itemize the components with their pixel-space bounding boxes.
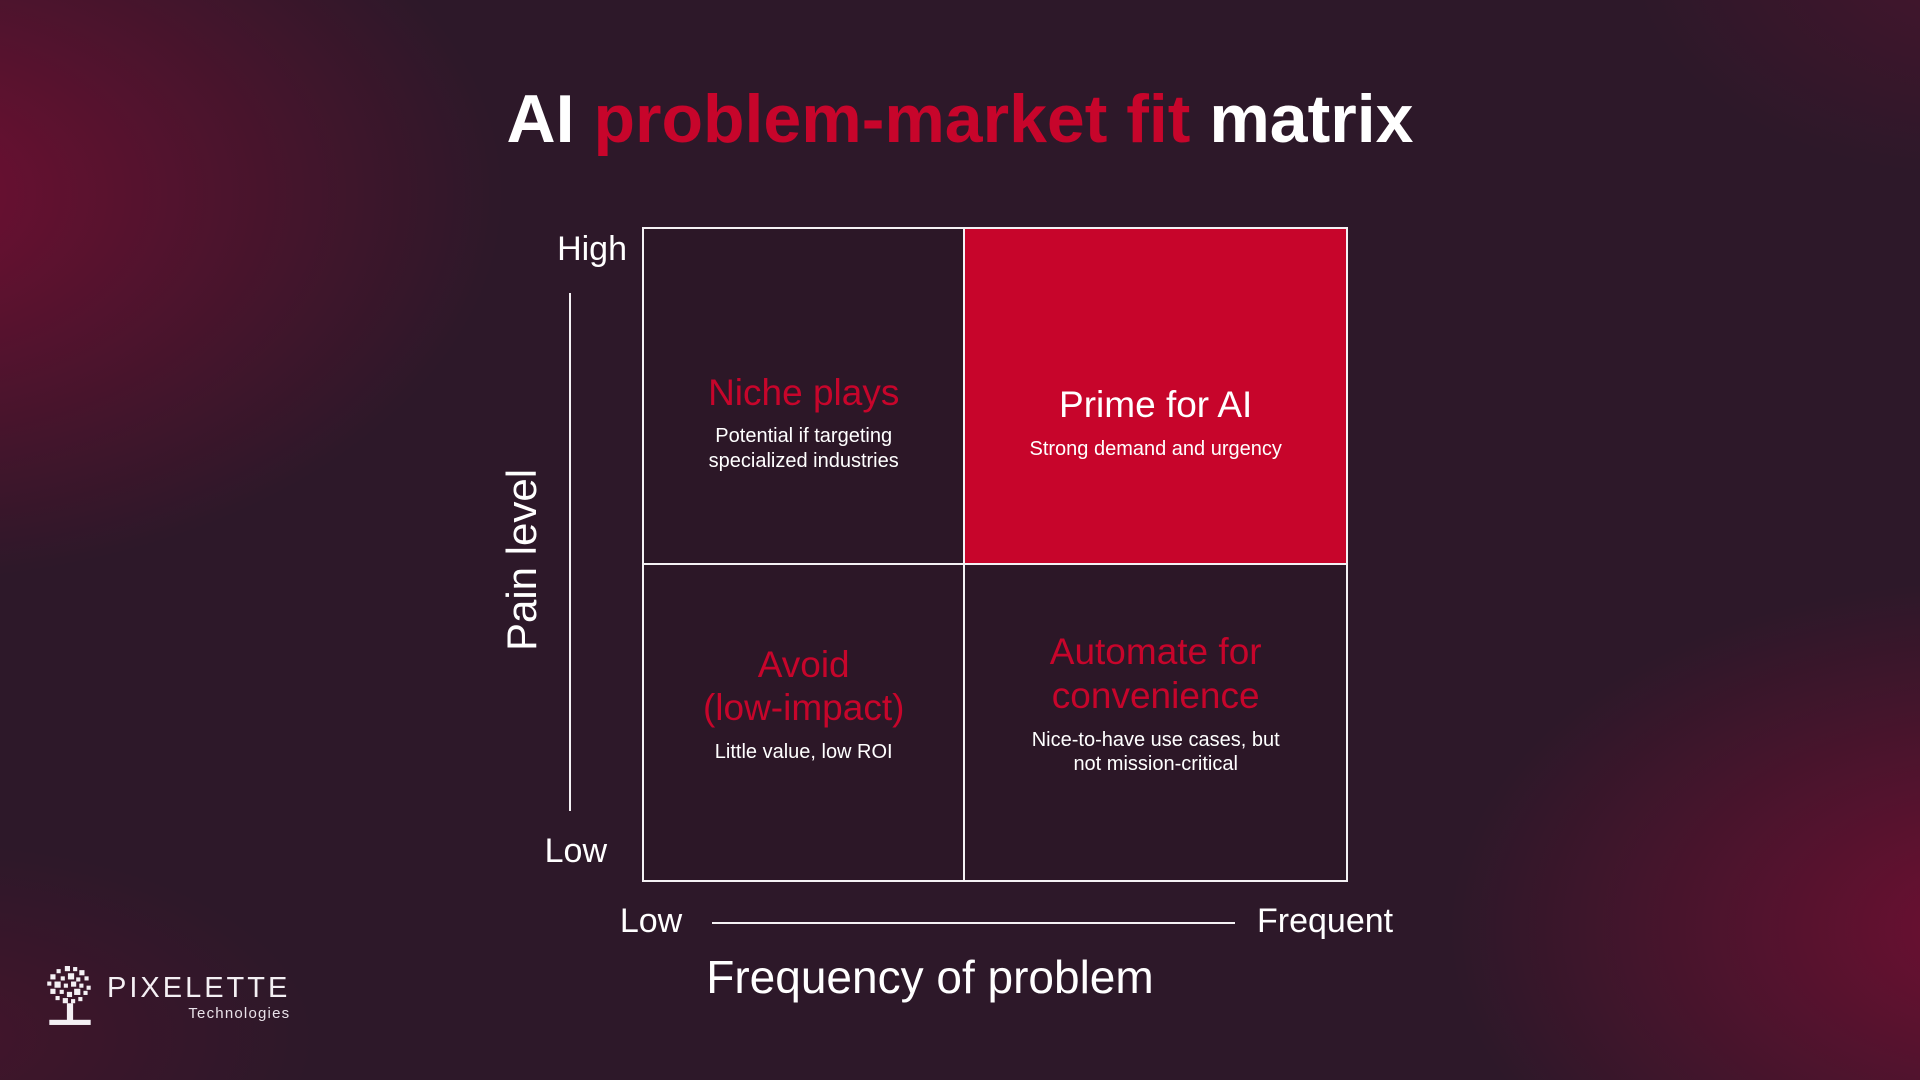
pixelette-tree-icon (47, 966, 91, 1025)
quadrant-avoid: Avoid (low-impact) Little value, low ROI (644, 562, 964, 880)
logo: PIXELETTE Technologies (46, 966, 290, 1026)
y-axis-line (569, 293, 571, 811)
quadrant-automate-for-convenience: Automate for convenience Nice-to-have us… (963, 562, 1346, 880)
logo-text: PIXELETTE Technologies (107, 966, 291, 1022)
logo-subtitle: Technologies (188, 1005, 291, 1022)
quadrant-subtitle: Strong demand and urgency (1029, 437, 1282, 460)
quadrant-title: Automate for convenience (1049, 631, 1262, 717)
y-axis-low-label: Low (544, 832, 607, 870)
quadrant-title: Niche plays (708, 371, 900, 413)
y-axis-high-label: High (557, 230, 627, 268)
quadrant-subtitle: Nice-to-have use cases, but not mission-… (1031, 728, 1280, 776)
x-axis-line (712, 922, 1235, 924)
x-axis-low-label: Low (619, 902, 683, 940)
title-highlight: problem-market fit (593, 81, 1191, 157)
title-suffix: matrix (1190, 81, 1414, 157)
quadrant-matrix: Niche plays Potential if targeting speci… (642, 227, 1348, 882)
x-axis-frequent-label: Frequent (1257, 902, 1394, 940)
logo-name: PIXELETTE (107, 972, 291, 1004)
x-axis-title: Frequency of problem (706, 951, 1154, 1003)
title-prefix: AI (506, 81, 594, 157)
page-title: AI problem-market fit matrix (0, 80, 1920, 158)
quadrant-subtitle: Potential if targeting specialized indus… (708, 425, 899, 472)
quadrant-title: Avoid (low-impact) (702, 643, 905, 729)
quadrant-prime-for-ai: Prime for AI Strong demand and urgency (963, 229, 1346, 563)
y-axis-title: Pain level (498, 468, 545, 652)
quadrant-niche-plays: Niche plays Potential if targeting speci… (644, 229, 964, 563)
quadrant-subtitle: Little value, low ROI (714, 740, 893, 763)
quadrant-title: Prime for AI (1059, 383, 1253, 425)
